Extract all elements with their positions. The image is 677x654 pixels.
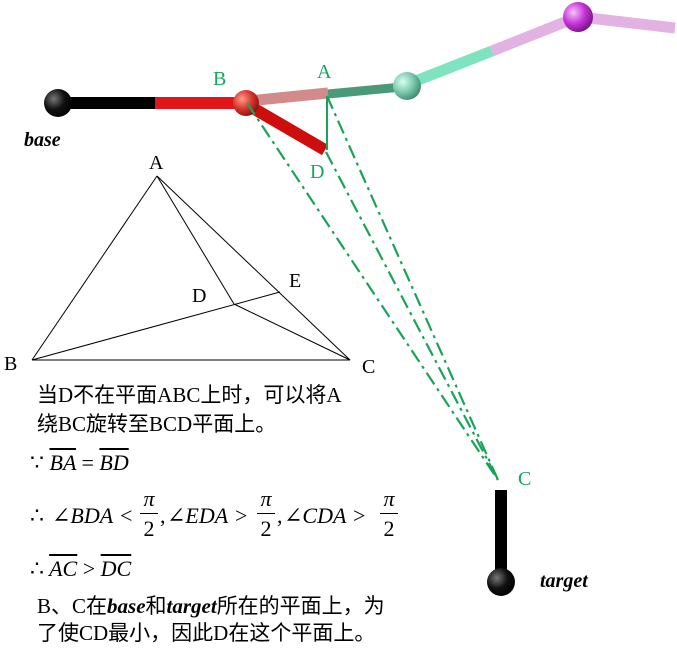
- edge-a-b: [31, 175, 158, 361]
- seg-bd: BD: [99, 450, 129, 475]
- label-base: base: [24, 129, 61, 151]
- bd-link: [242, 98, 329, 156]
- frac-2-den: 2: [260, 516, 272, 541]
- edge-a-c: [156, 175, 351, 361]
- frac-2-bar: [257, 513, 275, 514]
- conclusion-line-2: 了使CD最小，因此D在这个平面上。: [37, 621, 376, 645]
- label-robot-b: B: [213, 68, 226, 90]
- frac-3-den: 2: [383, 516, 395, 541]
- angle-bda: ∠BDA: [52, 503, 114, 528]
- angle-eda: ∠EDA: [167, 503, 229, 528]
- tri-label-b: B: [4, 353, 17, 375]
- base-joint: [44, 89, 72, 117]
- target-joint: [487, 568, 515, 596]
- explanation-line-2: 绕BC旋转至BCD平面上。: [37, 412, 277, 436]
- aqua-joint: [393, 72, 421, 100]
- frac-3-num: π: [383, 486, 395, 511]
- because-symbol: ∵: [30, 450, 44, 475]
- frac-1-num: π: [143, 486, 155, 511]
- label-robot-d: D: [310, 161, 324, 183]
- tri-label-a: A: [149, 152, 164, 174]
- comma-2: ,: [277, 503, 283, 528]
- tri-label-c: C: [362, 356, 375, 378]
- frac-3: π 2: [380, 487, 398, 542]
- label-target: target: [540, 570, 589, 592]
- frac-1-den: 2: [143, 516, 155, 541]
- therefore-symbol-2: ∴: [30, 556, 44, 581]
- line-a-c: [325, 95, 500, 481]
- conclusion-line-1: B、C在base和target所在的平面上，为: [37, 593, 385, 619]
- triangle-figure: [31, 175, 351, 361]
- greater-than-1: >: [235, 503, 248, 528]
- comma-1: ,: [160, 503, 166, 528]
- aqua-link: [405, 45, 495, 90]
- joint-b: [233, 90, 259, 116]
- seg-dc: DC: [100, 556, 132, 581]
- less-than: <: [120, 503, 133, 528]
- construction-lines: [246, 95, 500, 481]
- line-b-c: [246, 102, 499, 481]
- eq-sign: =: [81, 450, 94, 475]
- magenta-joint: [563, 2, 593, 32]
- frac-3-bar: [380, 513, 398, 514]
- edge-d-c: [233, 303, 351, 361]
- conclusion-target: target: [166, 594, 217, 618]
- line-d-c: [325, 151, 499, 481]
- pink-link-2: [579, 11, 676, 34]
- conclusion-base: base: [107, 594, 146, 618]
- ba-link: [247, 87, 329, 107]
- label-robot-a: A: [317, 61, 332, 83]
- tri-label-e: E: [289, 270, 301, 292]
- greater-than-3: >: [82, 556, 96, 581]
- therefore-inequality: ∴ AC > DC: [30, 556, 131, 582]
- a-link: [327, 82, 403, 99]
- conclusion-and: 和: [145, 594, 167, 618]
- frac-1: π 2: [140, 487, 158, 542]
- edge-a-d: [156, 175, 235, 305]
- frac-2: π 2: [257, 487, 275, 542]
- seg-ba: BA: [49, 450, 76, 475]
- pink-link-1: [489, 12, 578, 57]
- therefore-symbol-1: ∴: [30, 503, 44, 528]
- explanation-line-1: 当D不在平面ABC上时，可以将A: [37, 383, 342, 407]
- frac-2-num: π: [260, 486, 272, 511]
- label-robot-c: C: [518, 468, 531, 490]
- conclusion-post: 所在的平面上，为: [216, 594, 385, 618]
- edge-b-e: [31, 291, 281, 361]
- angle-cda: ∠CDA: [284, 503, 347, 528]
- frac-1-bar: [140, 513, 158, 514]
- conclusion-pre: B、C在: [37, 594, 108, 618]
- because-statement: ∵ BA = BD: [30, 450, 129, 476]
- seg-ac: AC: [49, 556, 78, 581]
- greater-than-2: >: [353, 503, 366, 528]
- tri-label-d: D: [192, 285, 206, 307]
